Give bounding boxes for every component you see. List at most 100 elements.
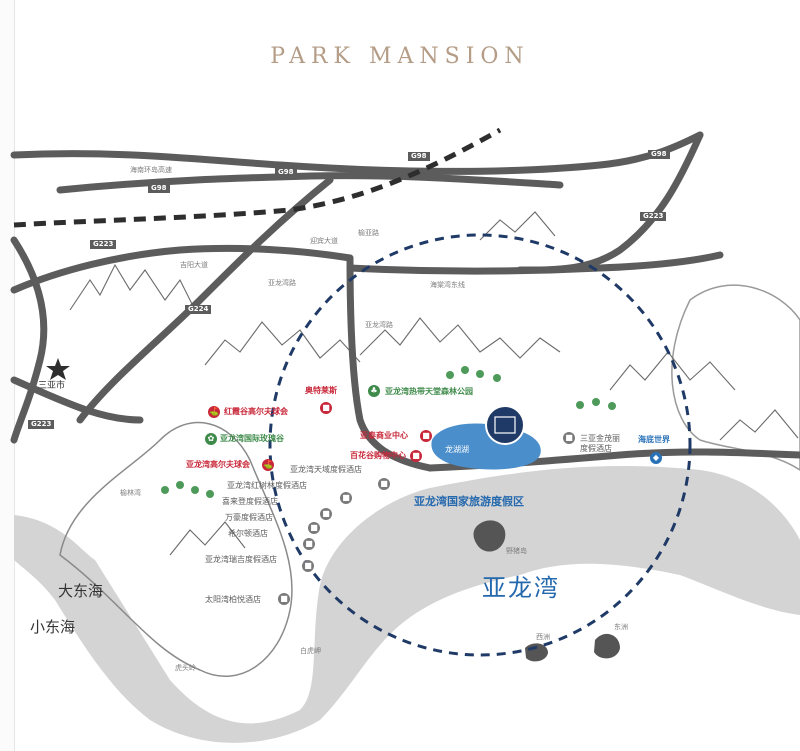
road-label-east-2: 亚龙湾路 xyxy=(365,321,393,329)
mountain-range-se xyxy=(719,409,799,441)
poi-hotel-1[interactable]: 亚龙湾天域度假酒店 xyxy=(290,465,362,474)
highway-g98-north xyxy=(10,131,704,175)
west-peninsula xyxy=(59,421,293,677)
road-label-west-2: 吉阳大道 xyxy=(180,261,208,269)
highway-label-g223-1: G223 xyxy=(640,212,667,221)
lake-label: 龙湖湖 xyxy=(445,445,469,454)
palm-tree xyxy=(592,398,600,406)
palm-tree xyxy=(493,374,501,382)
road-east-link xyxy=(346,251,724,275)
fish-icon: ◆ xyxy=(650,452,662,464)
hotel-icon-3: ■ xyxy=(320,508,332,520)
highway-label-g223-2: G223 xyxy=(90,240,117,249)
radius-ring xyxy=(268,233,692,657)
road-label-ring-expressway: 海南环岛高速 xyxy=(130,166,172,174)
hotel-icon: ■ xyxy=(378,478,390,490)
poi-hotel-2[interactable]: 亚龙湾红树林度假酒店 xyxy=(227,481,307,490)
island-label-xizhou: 西洲 xyxy=(536,633,550,641)
poi-tropical[interactable]: 亚龙湾热带天堂森林公园 xyxy=(385,387,473,396)
road-label-north: 榆亚路 xyxy=(358,229,379,237)
palm-tree xyxy=(461,366,469,374)
railway xyxy=(13,127,502,228)
sea-label-dadonghai: 大东海 xyxy=(58,582,104,600)
mountain-range-ne xyxy=(479,211,556,241)
highway-label-g98-3: G98 xyxy=(648,150,670,159)
highway-g224 xyxy=(76,176,334,424)
bay-label: 亚龙湾 xyxy=(482,574,560,602)
railway-line xyxy=(13,127,502,228)
mountain-range-sw xyxy=(169,521,246,556)
palm-tree xyxy=(191,486,199,494)
resort-zone-label: 亚龙湾国家旅游度假区 xyxy=(414,495,524,508)
shopping-icon-3: ■ xyxy=(410,450,422,462)
palm-trees xyxy=(161,366,616,498)
project-marker[interactable] xyxy=(485,405,525,445)
sea-label-xiaodonghai: 小东海 xyxy=(30,618,76,636)
palm-tree xyxy=(161,486,169,494)
highway-label-g224: G224 xyxy=(185,305,212,314)
palm-tree xyxy=(576,401,584,409)
poi-hotel-4[interactable]: 万豪度假酒店 xyxy=(225,513,273,522)
poi-hotel-3[interactable]: 喜来登度假酒店 xyxy=(222,497,278,506)
coastline-band xyxy=(14,466,800,743)
map-frame xyxy=(14,0,800,751)
hotel-icon-8: ■ xyxy=(563,432,575,444)
hotel-icon-4: ■ xyxy=(308,522,320,534)
palm-tree xyxy=(176,481,184,489)
poi-golf-1[interactable]: 红霞谷高尔夫球会 xyxy=(224,407,288,416)
poi-business[interactable]: 亚泰商业中心 xyxy=(360,431,408,440)
brand-title: PARK MANSION xyxy=(270,44,530,69)
mountain-range-west xyxy=(69,263,196,311)
poi-ole[interactable]: 奥特莱斯 xyxy=(305,386,337,395)
hotel-icon-7: ■ xyxy=(278,593,290,605)
poi-hotel-5[interactable]: 希尔顿酒店 xyxy=(228,529,268,538)
highway-label-g98-1: G98 xyxy=(408,152,430,161)
road-west-link xyxy=(10,244,354,294)
city-label: 三亚市 xyxy=(38,381,66,391)
poi-hotel-6[interactable]: 亚龙湾瑞吉度假酒店 xyxy=(205,555,277,564)
mountain-range-center xyxy=(204,321,361,366)
poi-park[interactable]: 亚龙湾国际玫瑰谷 xyxy=(220,434,284,443)
golf-icon: ⛳ xyxy=(208,406,220,418)
poi-ocean-world[interactable]: 海底世界 xyxy=(638,435,670,444)
golf-icon-2: ⛳ xyxy=(262,459,274,471)
palm-tree xyxy=(206,490,214,498)
island-label-yezhu: 野猪岛 xyxy=(506,547,527,555)
highway-label-g98-2: G98 xyxy=(148,184,170,193)
road-west-city xyxy=(10,376,144,424)
road-label-east: 海棠湾东线 xyxy=(430,281,465,289)
highway-g223-west xyxy=(10,236,48,444)
highway-label-g98-4: G98 xyxy=(275,168,297,177)
island-dongzhou xyxy=(594,633,620,659)
cape-label-yulin: 榆林湾 xyxy=(120,489,141,497)
poi-hotel-8[interactable]: 三亚金茂丽 度假酒店 xyxy=(580,434,620,454)
highway-label-g223-3: G223 xyxy=(28,420,55,429)
road-yalong xyxy=(346,254,434,472)
city-star-icon xyxy=(46,358,70,380)
poi-mall[interactable]: 百花谷购物中心 xyxy=(350,451,406,460)
poi-golf-2[interactable]: 亚龙湾高尔夫球会 xyxy=(186,460,250,469)
highway-g98-south xyxy=(56,172,564,194)
poi-hotel-7[interactable]: 太阳湾柏悦酒店 xyxy=(205,595,261,604)
palm-tree xyxy=(446,371,454,379)
cape-label-hutou: 虎头岭 xyxy=(175,664,196,672)
island-label-dongzhou: 东洲 xyxy=(614,623,628,631)
shopping-icon: ■ xyxy=(320,402,332,414)
mountains xyxy=(69,211,799,556)
project-marker-glyph xyxy=(494,416,516,434)
flower-icon: ✿ xyxy=(205,433,217,445)
palm-tree xyxy=(608,402,616,410)
road-label-yalong: 亚龙湾路 xyxy=(268,279,296,287)
hotel-icon-2: ■ xyxy=(340,492,352,504)
shopping-icon-2: ■ xyxy=(420,430,432,442)
hotel-icon-6: ■ xyxy=(302,560,314,572)
mountain-range-north xyxy=(359,317,561,359)
island-yezhu xyxy=(473,520,506,552)
palm-tree xyxy=(476,370,484,378)
highway-g223-east xyxy=(516,131,704,274)
cape-label-baihu: 白虎岬 xyxy=(300,647,321,655)
tree-icon: ♣ xyxy=(368,385,380,397)
hotel-icon-5: ■ xyxy=(303,538,315,550)
